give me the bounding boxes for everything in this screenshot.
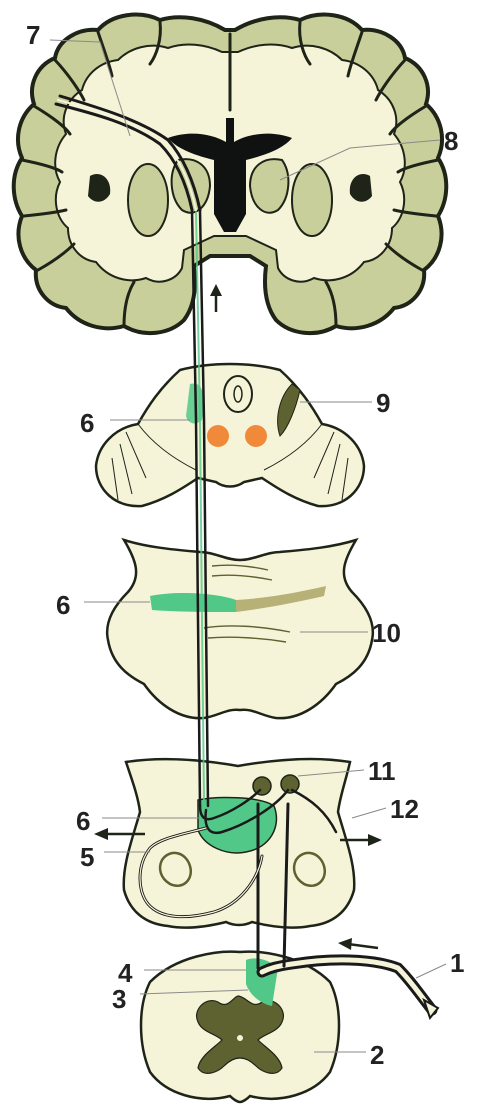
label-6c: 6 [76, 806, 90, 836]
label-9: 9 [376, 388, 390, 418]
thalamus-right [250, 159, 288, 213]
central-canal [237, 1035, 243, 1041]
label-1: 1 [450, 948, 464, 978]
ascending-arrow-icon [210, 284, 222, 312]
label-11: 11 [368, 756, 396, 786]
gracile-nucleus [253, 777, 271, 795]
label-3: 3 [112, 984, 126, 1014]
red-nucleus-left [207, 425, 229, 447]
midbrain-outline [96, 364, 364, 506]
label-8: 8 [444, 126, 458, 156]
medulla-section [94, 759, 382, 928]
red-nucleus-right [245, 425, 267, 447]
cuneate-nucleus [281, 775, 299, 793]
leader-12 [352, 808, 386, 818]
leader-1 [416, 964, 446, 978]
label-6b: 6 [56, 590, 70, 620]
label-5: 5 [80, 842, 94, 872]
lentiform-nucleus-left [128, 164, 168, 236]
incoming-arrow-icon [338, 938, 378, 950]
pons-outline [107, 540, 373, 718]
label-7: 7 [26, 20, 40, 50]
label-10: 10 [372, 618, 401, 648]
label-12: 12 [390, 794, 419, 824]
label-2: 2 [370, 1040, 384, 1070]
label-6a: 6 [80, 408, 94, 438]
cerebrum-section [14, 15, 447, 334]
pons-section [107, 540, 373, 718]
midbrain-section [96, 364, 364, 506]
lentiform-nucleus-right [292, 164, 332, 236]
